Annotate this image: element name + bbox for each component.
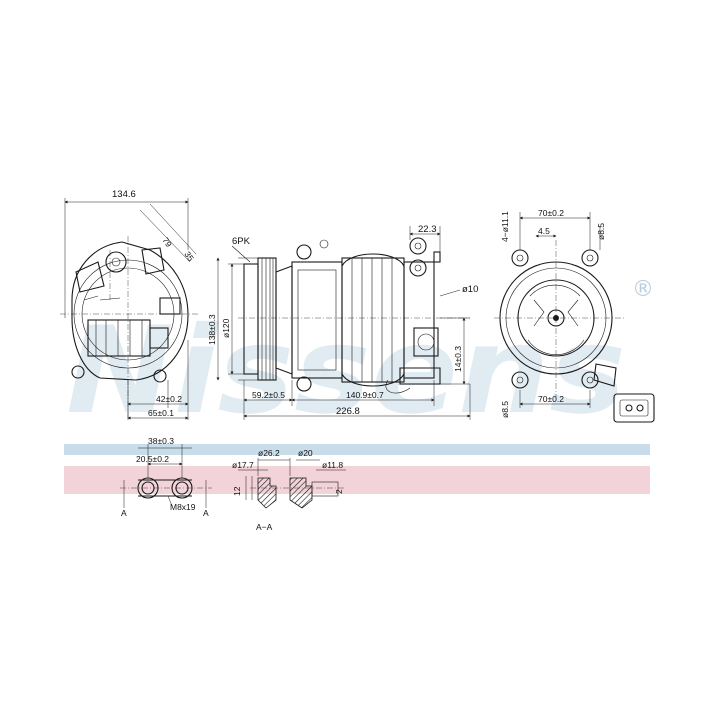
port-dia-label: ø10 (462, 284, 478, 295)
side-len-a-label: 59.2±0.5 (252, 390, 285, 400)
front-offset-b-label: 65±0.1 (148, 408, 174, 418)
side-view: 6PK ø120 (207, 224, 478, 420)
section-detail: ø26.2 ø20 ø17.7 ø11.8 12 2 A−A (232, 448, 346, 532)
front-angle-label: 79 (160, 235, 174, 249)
front-view: 134.6 79 35 42± (60, 189, 200, 420)
section-a-right-label: A (203, 508, 209, 518)
rear-width-top-label: 70±0.2 (538, 208, 564, 218)
section-title-label: A−A (256, 522, 273, 532)
section-d2-label: ø20 (298, 448, 313, 458)
section-a-left-label: A (121, 508, 127, 518)
side-total-label: 226.8 (336, 406, 360, 417)
rear-dia-bottom-label: ø8.5 (500, 401, 510, 418)
rear-width-inner-label: 4.5 (538, 226, 550, 236)
front-offset-a-label: 42±0.2 (156, 394, 182, 404)
registered-mark: ® (632, 277, 654, 302)
belt-label: 6PK (232, 236, 251, 247)
rear-holes-label: 4−ø11.1 (500, 211, 510, 242)
front-width-label: 134.6 (112, 189, 136, 200)
rear-view: 4−ø11.1 70±0.2 4.5 ø8.5 70±0.2 ø8.5 (494, 208, 655, 423)
section-height2-label: 2 (334, 489, 344, 494)
side-height-label: 138±0.3 (207, 314, 217, 345)
port-pitch-label: 20.5±0.2 (136, 454, 169, 464)
blue-band (64, 444, 650, 455)
port-thread-label: M8x19 (170, 502, 196, 512)
port-span-label: 38±0.3 (148, 436, 174, 446)
connector-height-label: 14±0.3 (453, 346, 463, 372)
front-angle2-label: 35 (182, 249, 196, 263)
rear-dia-top-label: ø8.5 (596, 223, 606, 240)
section-d3-label: ø17.7 (232, 460, 254, 470)
pulley-dia-label: ø120 (221, 318, 231, 338)
side-len-b-label: 140.9±0.7 (346, 390, 384, 400)
port-detail: A A 38±0.3 20.5±0.2 M8x19 (120, 436, 212, 518)
section-height-label: 12 (232, 486, 242, 496)
section-d4-label: ø11.8 (322, 460, 343, 470)
section-d1-label: ø26.2 (258, 448, 280, 458)
rear-width-bottom-label: 70±0.2 (538, 394, 564, 404)
fitting-width-label: 22.3 (418, 224, 437, 235)
